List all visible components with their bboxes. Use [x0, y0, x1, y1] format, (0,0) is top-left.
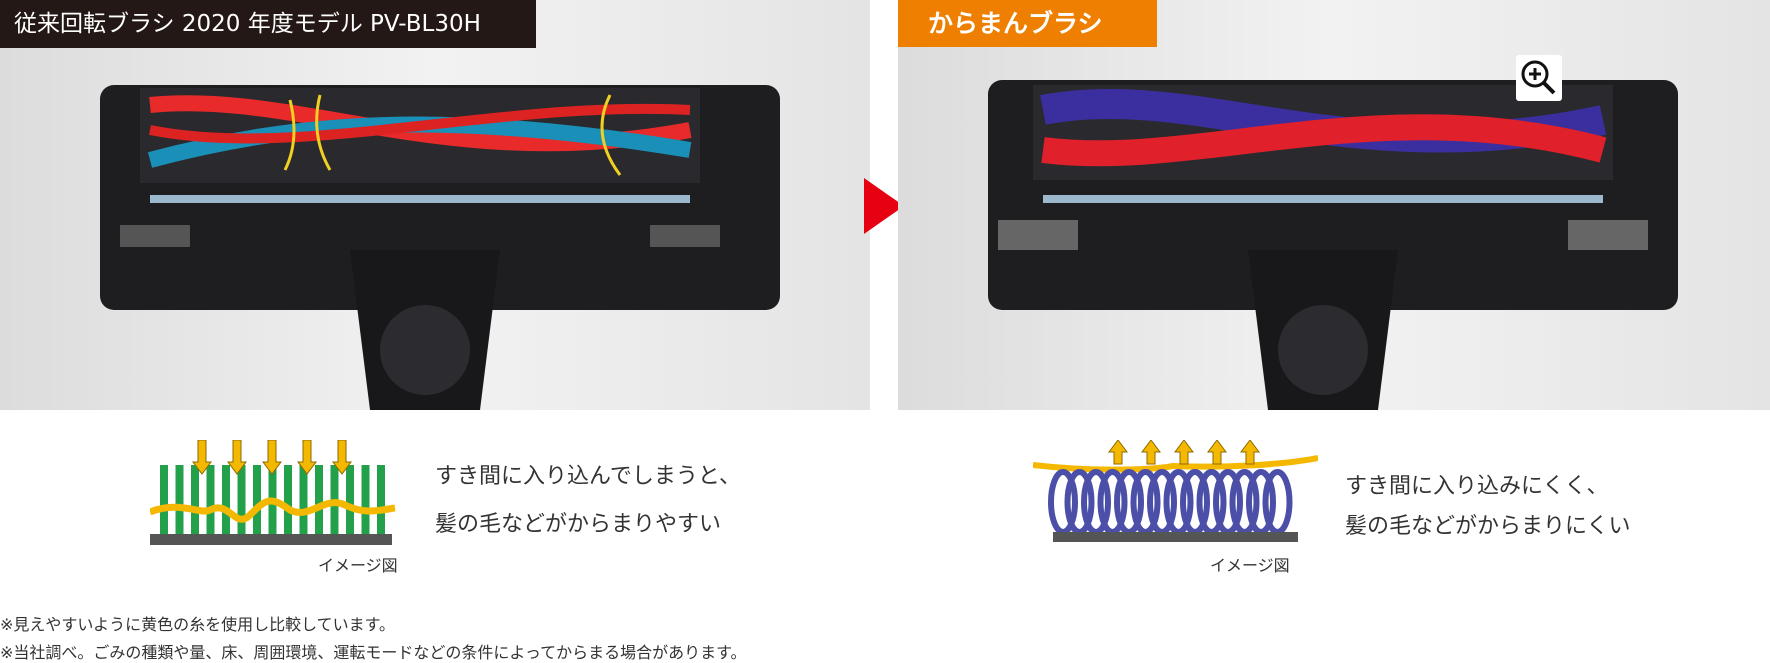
bristle — [284, 465, 292, 535]
up-arrow-icon — [1240, 440, 1260, 465]
bristle — [315, 465, 323, 535]
right-caption-line1: すき間に入り込みにくく、 — [1345, 474, 1609, 499]
bristle — [160, 465, 168, 535]
hair-strand — [1033, 455, 1318, 473]
zoom-button[interactable] — [1516, 55, 1562, 101]
up-arrow-icon — [1174, 440, 1194, 465]
zoom-in-icon — [1521, 60, 1556, 95]
left-caption-line1: すき間に入り込んでしまうと、 — [435, 464, 742, 489]
bristle — [253, 465, 261, 535]
conventional-brush-illustration — [100, 85, 780, 410]
bristle — [175, 465, 184, 535]
bristle — [206, 465, 215, 535]
conventional-brush-label: 従来回転ブラシ 2020 年度モデル PV-BL30H — [0, 0, 536, 48]
karaman-brush-illustration — [988, 80, 1678, 410]
left-image-label: イメージ図 — [318, 556, 398, 575]
coil-bristle — [1262, 469, 1293, 535]
bristle — [361, 465, 370, 535]
karaman-brush-photo: からまんブラシ — [898, 0, 1770, 410]
right-image-label: イメージ図 — [1210, 556, 1290, 575]
bristle — [346, 465, 354, 535]
note-2: ※当社調べ。ごみの種類や量、床、周囲環境、運転モードなどの条件によってからまる場… — [0, 643, 747, 662]
down-arrow-icon — [332, 440, 352, 475]
brush-base — [150, 534, 392, 545]
right-caption-line2: 髪の毛などがからまりにくい — [1345, 514, 1631, 539]
bristle — [222, 465, 230, 535]
brush-base — [1053, 532, 1298, 542]
down-arrow-icon — [297, 440, 317, 475]
tangle-prone-diagram — [150, 440, 396, 545]
down-arrow-icon — [262, 440, 282, 475]
up-arrow-icon — [1207, 440, 1227, 465]
bristle — [191, 465, 199, 535]
bristle — [377, 465, 385, 535]
arrow-right-icon — [864, 178, 904, 234]
down-arrow-icon — [192, 440, 212, 475]
bristle — [299, 465, 308, 535]
left-caption-line2: 髪の毛などがからまりやすい — [435, 512, 722, 537]
hair-strand — [150, 497, 396, 523]
bristle — [237, 465, 246, 535]
up-arrow-icon — [1141, 440, 1161, 465]
up-arrow-icon — [1108, 440, 1128, 465]
conventional-brush-photo: 従来回転ブラシ 2020 年度モデル PV-BL30H — [0, 0, 870, 410]
note-1: ※見えやすいように黄色の糸を使用し比較しています。 — [0, 615, 396, 634]
karaman-brush-label: からまんブラシ — [898, 0, 1157, 47]
tangle-resistant-diagram — [1033, 440, 1318, 542]
down-arrow-icon — [227, 440, 247, 475]
